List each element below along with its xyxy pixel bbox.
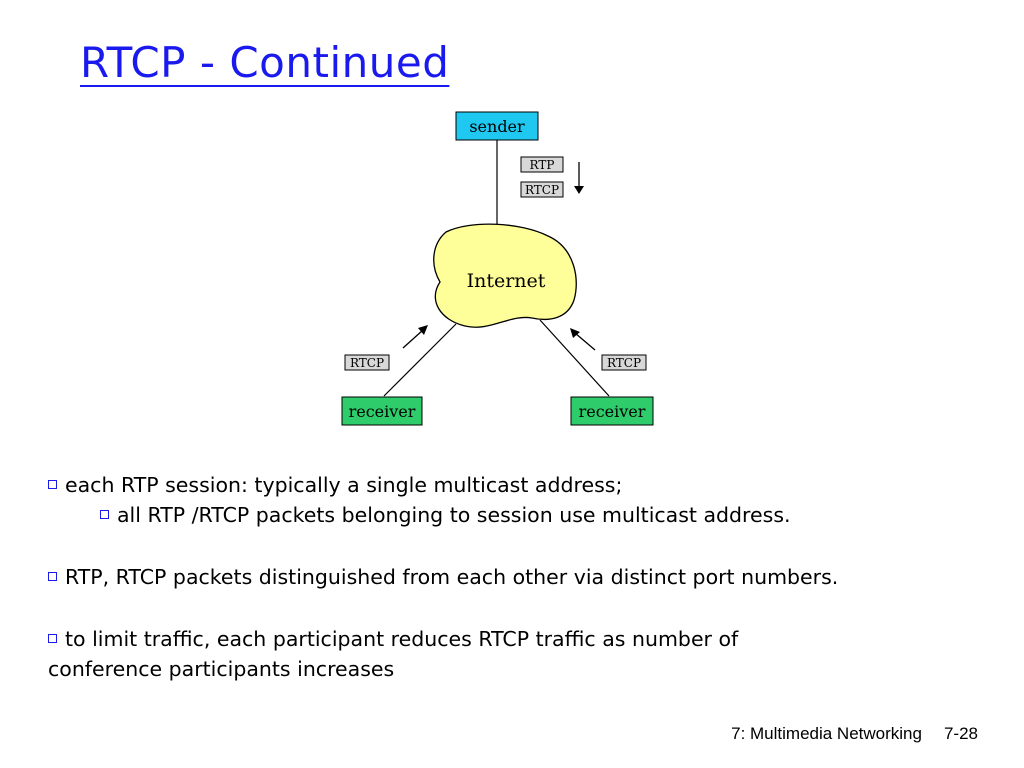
square-bullet-icon bbox=[48, 571, 57, 581]
rtcp-multicast-diagram: Internet sender RTP RTCP RTCP RTCP recei… bbox=[341, 111, 654, 426]
rtcp-packet-left-label: RTCP bbox=[350, 356, 384, 370]
bullet-text-2: RTP, RTCP packets distinguished from eac… bbox=[65, 565, 839, 589]
square-bullet-icon bbox=[48, 633, 57, 643]
rtcp-packet-top bbox=[520, 181, 564, 198]
bullet-text-1: each RTP session: typically a single mul… bbox=[65, 473, 623, 497]
down-arrow-head bbox=[574, 186, 584, 194]
footer-page-number: 7-28 bbox=[943, 724, 978, 743]
bullet-text-3a: to limit traffic, each participant reduc… bbox=[65, 627, 739, 651]
right-receiver-link bbox=[539, 319, 610, 397]
rtp-packet bbox=[520, 156, 564, 173]
square-bullet-icon bbox=[48, 479, 57, 489]
receiver-right-box bbox=[570, 396, 654, 426]
bullet-item-3: to limit traffic, each participant reduc… bbox=[48, 624, 1008, 654]
sub-bullet-text-1: all RTP /RTCP packets belonging to sessi… bbox=[117, 503, 791, 527]
left-up-arrow-head bbox=[418, 325, 428, 335]
rtcp-packet-right-label: RTCP bbox=[607, 356, 641, 370]
receiver-left-label: receiver bbox=[349, 402, 416, 421]
rtcp-packet-left bbox=[344, 354, 390, 371]
bullet-item-1: each RTP session: typically a single mul… bbox=[48, 470, 1008, 500]
bullet-list: each RTP session: typically a single mul… bbox=[48, 470, 1008, 684]
internet-cloud bbox=[433, 223, 577, 328]
left-receiver-link bbox=[383, 323, 457, 397]
rtcp-packet-right bbox=[601, 354, 647, 371]
left-up-arrow-shaft bbox=[402, 329, 424, 349]
rtp-packet-label: RTP bbox=[530, 158, 555, 172]
internet-label: Internet bbox=[467, 270, 546, 292]
sender-label: sender bbox=[469, 117, 525, 136]
right-up-arrow-shaft bbox=[574, 332, 596, 351]
right-up-arrow-head bbox=[570, 328, 580, 338]
rtcp-packet-top-label: RTCP bbox=[525, 183, 559, 197]
slide-title: RTCP - Continued bbox=[80, 38, 450, 87]
bullet-item-2: RTP, RTCP packets distinguished from eac… bbox=[48, 562, 1008, 592]
slide-footer: 7: Multimedia Networking 7-28 bbox=[731, 724, 978, 744]
sender-box bbox=[455, 111, 539, 141]
sub-bullet-item-1: all RTP /RTCP packets belonging to sessi… bbox=[48, 500, 1008, 530]
receiver-left-box bbox=[341, 396, 423, 426]
bullet-item-3-continuation: conference participants increases bbox=[48, 654, 1008, 684]
footer-chapter: 7: Multimedia Networking bbox=[731, 724, 922, 743]
square-bullet-icon bbox=[100, 509, 109, 519]
bullet-text-3b: conference participants increases bbox=[48, 657, 395, 681]
receiver-right-label: receiver bbox=[579, 402, 646, 421]
